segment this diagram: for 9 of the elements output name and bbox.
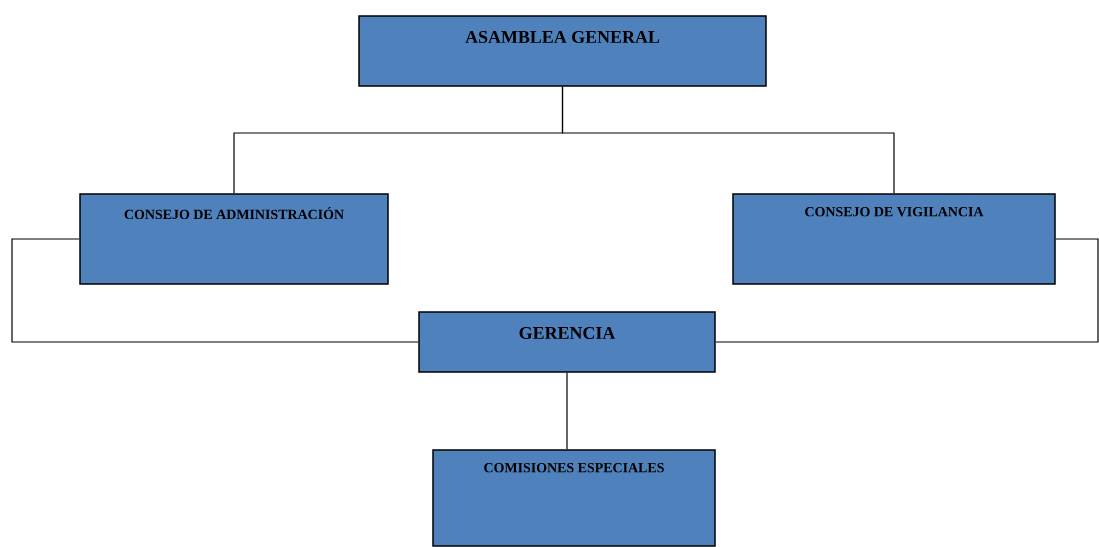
connector-line [561,86,895,194]
org-box: GERENCIA [418,311,716,373]
org-box: ASAMBLEA GENERAL [358,15,767,87]
org-box: CONSEJO DE ADMINISTRACIÓN [79,193,389,285]
connector-line [11,238,419,343]
org-box: CONSEJO DE VIGILANCIA [732,193,1056,285]
org-box: COMISIONES ESPECIALES [432,449,716,547]
connector-line [715,238,1099,343]
connector-line [566,372,568,450]
